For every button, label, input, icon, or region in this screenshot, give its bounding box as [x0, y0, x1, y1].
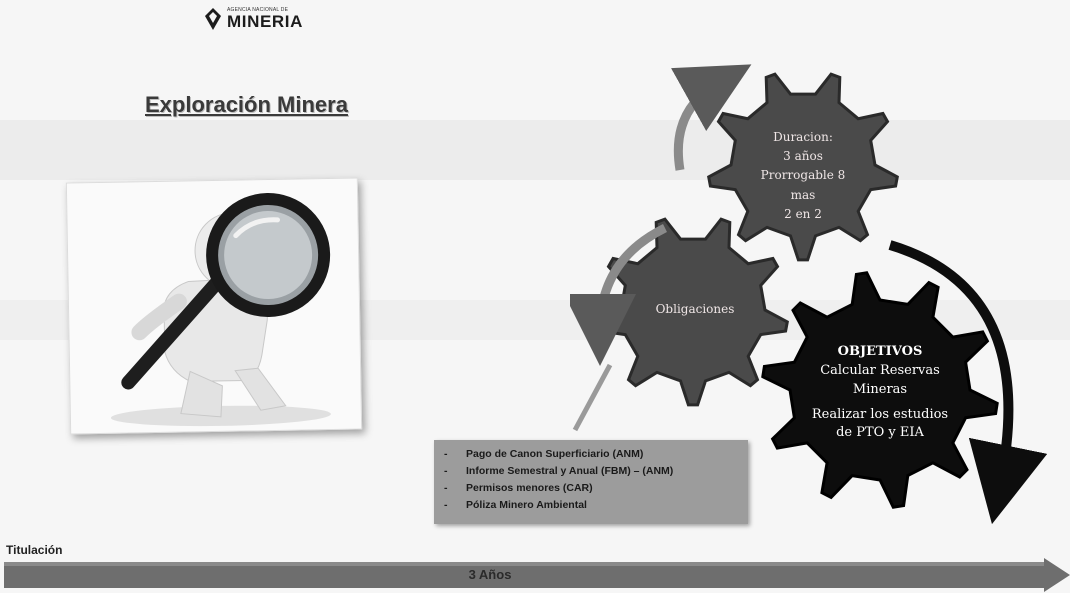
list-pointer-line	[572, 363, 613, 432]
page-title: Exploración Minera	[145, 92, 348, 117]
objectives-line: Mineras	[852, 381, 908, 397]
timeline-duration-label: 3 Años	[468, 567, 512, 582]
timeline-start-label: Titulación	[6, 543, 63, 557]
objectives-title: OBJETIVOS	[837, 344, 923, 359]
obligations-text: Obligaciones	[655, 302, 735, 316]
list-item: Informe Semestral y Anual (FBM) – (ANM)	[444, 463, 738, 480]
objectives-line: Calcular Reservas	[820, 362, 940, 378]
cycle-arrow-top	[670, 64, 752, 171]
timeline-arrow	[4, 558, 1070, 592]
agency-logo: AGENCIA NACIONAL DE MINERIA	[205, 8, 303, 30]
duration-line: 2 en 2	[784, 206, 822, 221]
gear-diagram-graphic	[564, 64, 1048, 525]
duration-line: Prorrogable 8 mas	[760, 168, 846, 202]
gear-objectives	[761, 271, 999, 509]
obligations-label: Obligaciones	[630, 300, 760, 319]
obligations-list: Pago de Canon Superficiario (ANM) Inform…	[444, 446, 738, 514]
list-item: Póliza Minero Ambiental	[444, 497, 738, 514]
logo-diamond-icon	[205, 8, 221, 30]
logo-small-text: AGENCIA NACIONAL DE	[227, 7, 289, 13]
list-item: Pago de Canon Superficiario (ANM)	[444, 446, 738, 463]
objectives-line: Realizar los estudios	[811, 406, 949, 422]
duration-line: Duracion:	[773, 130, 833, 144]
background-band	[0, 120, 1070, 180]
gear-top-shape	[707, 72, 899, 262]
gear-bottom-shape	[761, 271, 999, 509]
logo-big-text: MINERIA	[227, 12, 303, 31]
objectives-label: OBJETIVOS Calcular Reservas Mineras Real…	[810, 343, 950, 443]
gear-duration	[707, 72, 899, 262]
obligations-list-box: Pago de Canon Superficiario (ANM) Inform…	[434, 440, 748, 524]
duration-line: 3 años	[783, 149, 823, 164]
exploration-gear-diagram: Duracion: 3 años Prorrogable 8 mas 2 en …	[564, 60, 1070, 530]
cycle-arrow-right	[888, 240, 1048, 525]
cycle-arrow-left	[564, 223, 668, 366]
magnifier-figure-illustration	[110, 193, 331, 427]
list-item: Permisos menores (CAR)	[444, 480, 738, 497]
duration-label: Duracion: 3 años Prorrogable 8 mas 2 en …	[748, 128, 858, 224]
objectives-line: de PTO y EIA	[836, 425, 924, 441]
magnifier-figure-image	[65, 177, 363, 435]
